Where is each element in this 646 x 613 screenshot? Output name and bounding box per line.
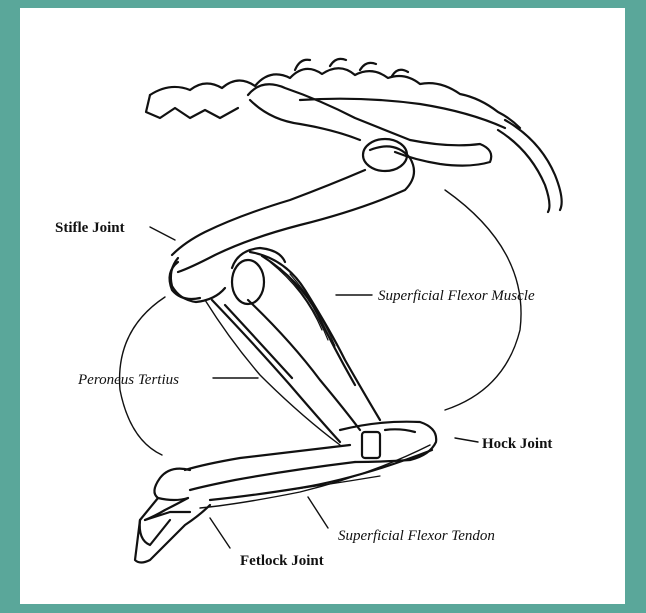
label-stifle-joint: Stifle Joint [55,220,125,236]
hock-joint-bones [340,422,436,462]
label-superficial-flexor-muscle: Superficial Flexor Muscle [378,288,535,304]
tibia [212,300,360,442]
superficial-flexor-tendon [200,445,430,508]
spine [146,59,562,212]
fetlock-and-hoof [135,469,210,563]
superficial-flexor-muscle [250,252,380,420]
label-fetlock-joint: Fetlock Joint [240,553,324,569]
label-superficial-flexor-tendon: Superficial Flexor Tendon [338,528,495,544]
label-peroneus-tertius: Peroneus Tertius [77,372,179,388]
cannon-bone [185,445,432,500]
pelvis [248,84,491,171]
label-hock-joint: Hock Joint [482,436,552,452]
annotation-lines [120,190,522,548]
